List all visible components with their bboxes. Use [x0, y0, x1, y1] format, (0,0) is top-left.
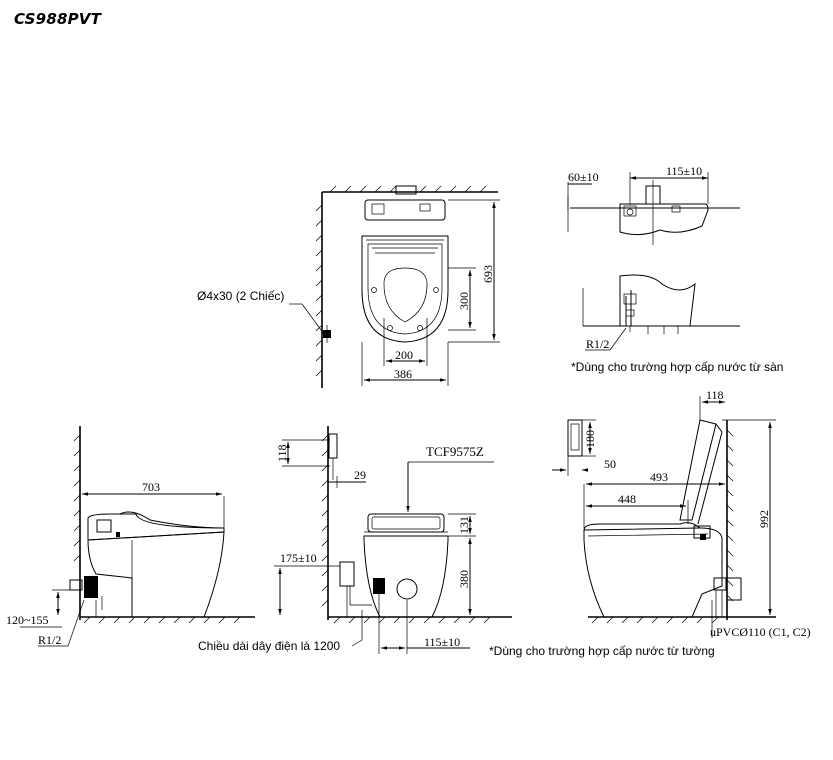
dim-380: 380: [457, 570, 471, 588]
dim-493: 493: [650, 470, 668, 484]
model-title: CS988PVT: [14, 10, 102, 28]
dim-118-front: 118: [275, 444, 289, 462]
dim-50: 50: [604, 457, 616, 471]
dim-448: 448: [618, 492, 636, 506]
dim-60: 60±10: [568, 170, 599, 184]
dim-180: 180: [583, 430, 597, 448]
wall-side-view: [552, 396, 776, 638]
dim-703: 703: [142, 480, 160, 494]
floor-supply-note: *Dùng cho trường hợp cấp nước từ sàn: [571, 360, 783, 374]
dim-992: 992: [757, 510, 771, 528]
cord-length-note: Chiều dài dây điện là 1200: [198, 639, 340, 653]
bolt-label: Ø4x30 (2 Chiếc): [197, 289, 284, 303]
thread-r12-side: R1/2: [38, 633, 61, 647]
top-view: [289, 185, 500, 388]
model-label-tcf: TCF9575Z: [426, 444, 484, 459]
dim-29: 29: [354, 468, 366, 482]
dim-131: 131: [457, 516, 471, 534]
dim-300: 300: [457, 292, 471, 310]
dim-200: 200: [395, 348, 413, 362]
thread-r12-top: R1/2: [586, 337, 609, 351]
wall-supply-note: *Dùng cho trường hợp cấp nước từ tường: [489, 644, 715, 658]
dim-118-wall: 118: [706, 388, 724, 402]
dim-693: 693: [481, 265, 495, 283]
floor-supply-view: [567, 172, 740, 351]
dim-120-155: 120~155: [6, 613, 49, 627]
front-view: [274, 426, 512, 654]
side-view: [20, 426, 255, 647]
dim-115-front: 115±10: [424, 635, 460, 649]
dim-386: 386: [394, 367, 412, 381]
dim-115-top: 115±10: [666, 164, 702, 178]
dim-175: 175±10: [280, 551, 317, 565]
pipe-label: uPVCØ110 (C1, C2): [710, 625, 811, 639]
